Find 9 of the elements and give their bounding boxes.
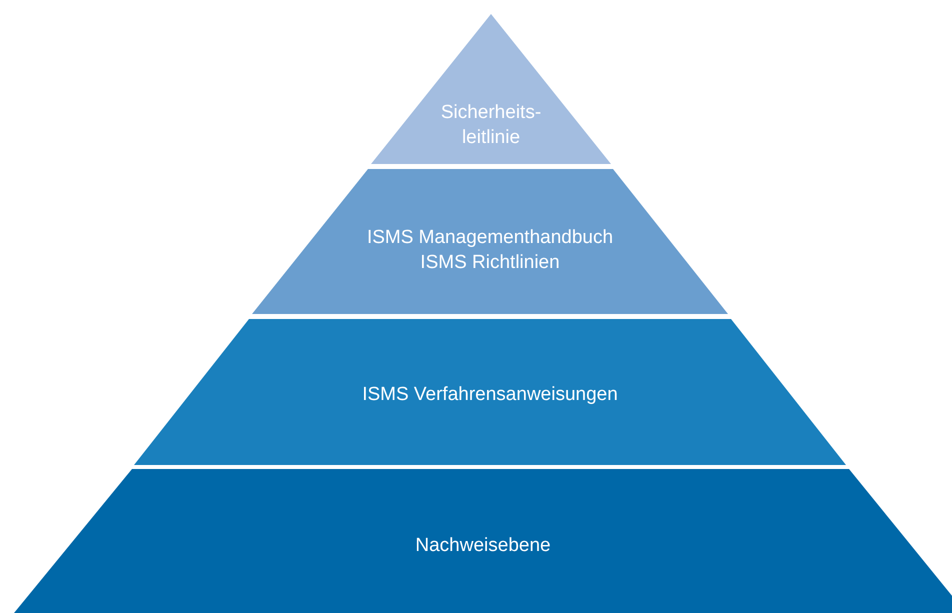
pyramid-tier — [252, 169, 728, 314]
tier-label: ISMS Richtlinien — [420, 251, 560, 275]
tier-label: Sicherheits- leitlinie — [440, 101, 542, 150]
tier-label: Nachweisebene — [415, 534, 551, 558]
tier-label: ISMS Verfahrensanweisungen — [362, 383, 618, 407]
pyramid-tier — [134, 319, 846, 465]
tier-label: ISMS Managementhandbuch — [366, 226, 614, 250]
pyramid-tier — [14, 469, 952, 613]
pyramid-tier — [370, 14, 612, 164]
